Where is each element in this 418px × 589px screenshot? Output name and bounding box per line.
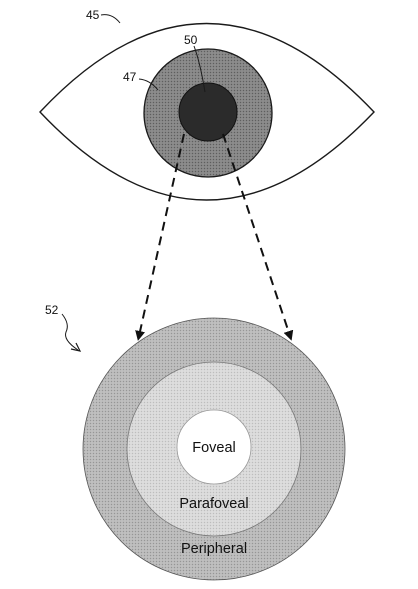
leader-line-iris xyxy=(138,78,159,91)
leader-arrow-field xyxy=(61,313,79,351)
projection-arrow-right xyxy=(222,133,294,341)
ref-numeral-iris: 47 xyxy=(123,70,137,84)
projection-arrow-left xyxy=(135,133,185,341)
leader-line-pupil xyxy=(193,45,206,93)
parafoveal-label: Parafoveal xyxy=(179,496,248,512)
pupil xyxy=(178,82,238,142)
peripheral-label: Peripheral xyxy=(181,541,247,557)
leader-line-eye xyxy=(100,14,121,24)
foveal-label: Foveal xyxy=(192,440,236,456)
ref-numeral-pupil: 50 xyxy=(184,33,198,47)
ref-numeral-field: 52 xyxy=(45,303,59,317)
ref-numeral-eye: 45 xyxy=(86,8,100,22)
foveal-zone xyxy=(176,409,252,485)
leader-arrow-field-head xyxy=(70,342,82,352)
